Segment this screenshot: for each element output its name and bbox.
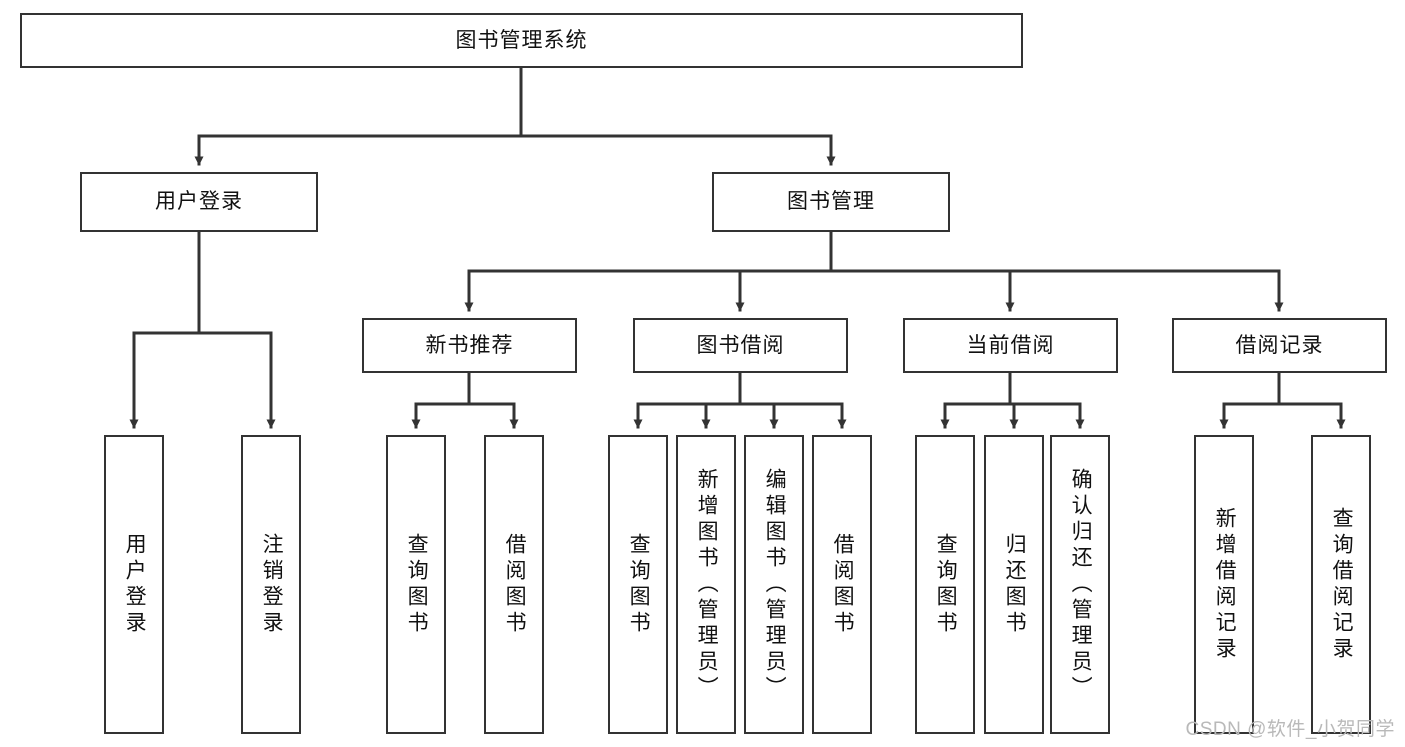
leaf-user-logout-label: 注销登录: [260, 532, 284, 637]
leaf-borrow-query[interactable]: 查询图书: [608, 435, 668, 734]
node-book-borrow[interactable]: 图书借阅: [633, 318, 848, 373]
leaf-current-return[interactable]: 归还图书: [984, 435, 1044, 734]
leaf-user-login[interactable]: 用户登录: [104, 435, 164, 734]
leaf-user-logout[interactable]: 注销登录: [241, 435, 301, 734]
leaf-current-query-label: 查询图书: [934, 532, 958, 637]
leaf-borrow-borrow[interactable]: 借阅图书: [812, 435, 872, 734]
leaf-current-query[interactable]: 查询图书: [915, 435, 975, 734]
leaf-borrow-borrow-label: 借阅图书: [831, 532, 855, 637]
node-book-borrow-label: 图书借阅: [696, 333, 785, 357]
leaf-record-query[interactable]: 查询借阅记录: [1311, 435, 1371, 734]
leaf-user-login-label: 用户登录: [123, 532, 147, 637]
node-new-book-recommend[interactable]: 新书推荐: [362, 318, 577, 373]
leaf-record-add[interactable]: 新增借阅记录: [1194, 435, 1254, 734]
leaf-borrow-edit-admin-label: 编辑图书（管理员）: [763, 467, 787, 702]
leaf-borrow-query-label: 查询图书: [627, 532, 651, 637]
leaf-record-add-label: 新增借阅记录: [1213, 506, 1237, 663]
leaf-current-confirm-admin[interactable]: 确认归还（管理员）: [1050, 435, 1110, 734]
node-root[interactable]: 图书管理系统: [20, 13, 1023, 68]
node-user-login[interactable]: 用户登录: [80, 172, 318, 232]
leaf-newbook-borrow[interactable]: 借阅图书: [484, 435, 544, 734]
leaf-newbook-query-label: 查询图书: [405, 532, 429, 637]
node-book-management-label: 图书管理: [787, 190, 875, 214]
node-borrow-records-label: 借阅记录: [1235, 333, 1324, 357]
leaf-borrow-add-admin[interactable]: 新增图书（管理员）: [676, 435, 736, 734]
node-user-login-label: 用户登录: [155, 190, 243, 214]
leaf-borrow-edit-admin[interactable]: 编辑图书（管理员）: [744, 435, 804, 734]
node-current-borrow-label: 当前借阅: [966, 333, 1055, 357]
node-current-borrow[interactable]: 当前借阅: [903, 318, 1118, 373]
node-book-management[interactable]: 图书管理: [712, 172, 950, 232]
leaf-record-query-label: 查询借阅记录: [1330, 506, 1354, 663]
leaf-borrow-add-admin-label: 新增图书（管理员）: [695, 467, 719, 702]
leaf-newbook-borrow-label: 借阅图书: [503, 532, 527, 637]
node-new-book-recommend-label: 新书推荐: [425, 333, 514, 357]
leaf-newbook-query[interactable]: 查询图书: [386, 435, 446, 734]
leaf-current-return-label: 归还图书: [1003, 532, 1027, 637]
watermark: CSDN @软件_小贺同学: [1185, 719, 1395, 740]
node-borrow-records[interactable]: 借阅记录: [1172, 318, 1387, 373]
node-root-label: 图书管理系统: [455, 28, 588, 52]
leaf-current-confirm-admin-label: 确认归还（管理员）: [1069, 467, 1093, 702]
